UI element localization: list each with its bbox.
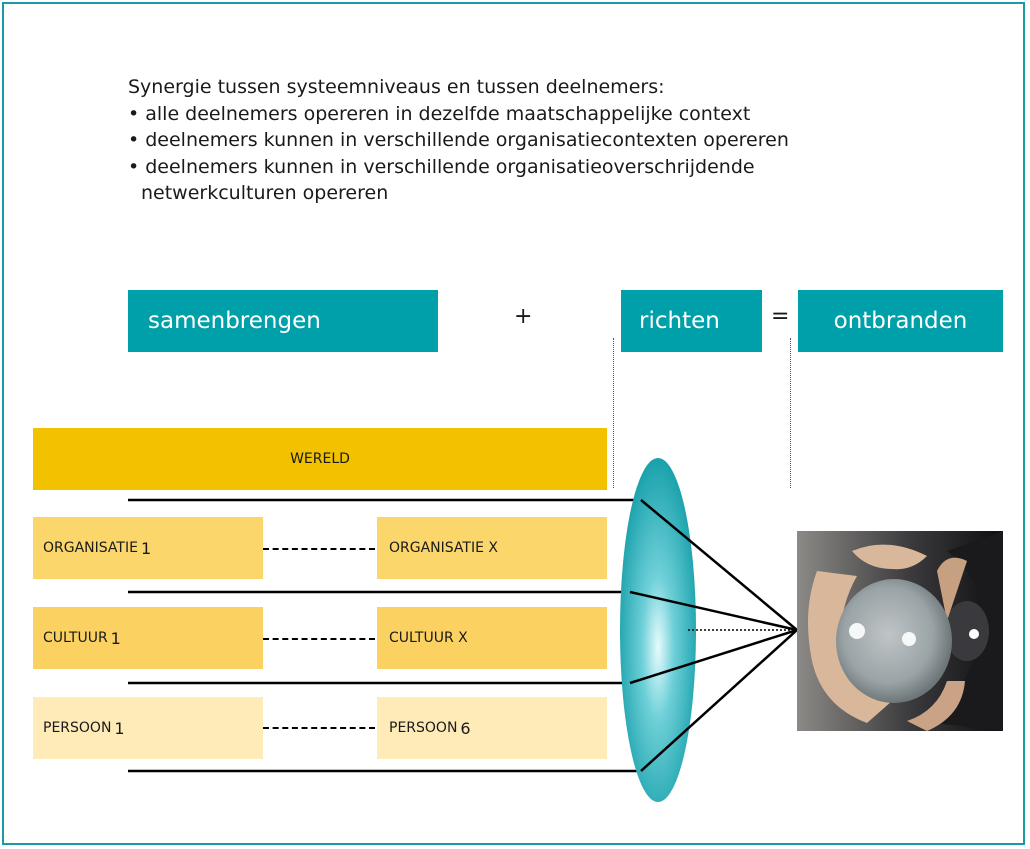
focus-ray <box>629 628 798 685</box>
culture-right-label: CULTUUR X <box>389 630 468 646</box>
intro-bullet: • deelnemers kunnen in verschillende org… <box>128 129 789 151</box>
plus-sign: + <box>514 304 533 329</box>
organisation-left-label: ORGANISATIE <box>43 540 138 556</box>
intro-bullet-continuation: netwerkculturen opereren <box>141 182 389 204</box>
organisation-right-box: ORGANISATIE X <box>377 517 607 579</box>
intro-bullet: • alle deelnemers opereren in dezelfde m… <box>128 102 751 125</box>
richten-connector <box>613 338 614 488</box>
samenbrengen-box: samenbrengen <box>128 290 438 352</box>
ontbranden-label: ontbranden <box>833 308 968 334</box>
intro-heading: Synergie tussen systeemniveaus en tussen… <box>128 76 665 98</box>
richten-box: richten <box>621 290 762 352</box>
ontbranden-connector <box>790 338 791 488</box>
world-band: WERELD <box>33 428 607 490</box>
organisation-right-label: ORGANISATIE X <box>389 540 498 556</box>
person-left-label: PERSOON <box>43 720 112 736</box>
organisation-dashed-link <box>263 548 375 550</box>
organisation-left-number: 1 <box>140 538 152 558</box>
intro-bullet: • deelnemers kunnen in verschillende org… <box>128 155 755 178</box>
ontbranden-box: ontbranden <box>798 290 1003 352</box>
richten-label: richten <box>639 308 720 334</box>
person-left-number: 1 <box>114 718 125 738</box>
samenbrengen-label: samenbrengen <box>148 308 321 334</box>
world-label: WERELD <box>290 451 350 467</box>
equals-sign: = <box>771 304 790 329</box>
glowing-orb-photo <box>797 531 1003 731</box>
focus-ray <box>629 590 798 632</box>
person-right-label: PERSOON <box>389 720 458 736</box>
culture-left-label: CULTUUR <box>43 630 108 646</box>
culture-dashed-link <box>263 638 375 640</box>
lens-icon <box>620 458 696 802</box>
culture-right-box: CULTUUR X <box>377 607 607 669</box>
focus-ray <box>640 629 798 772</box>
focus-ray <box>640 499 798 631</box>
person-right-number: 6 <box>460 718 471 738</box>
culture-left-number: 1 <box>110 628 121 648</box>
intro-text: Synergie tussen systeemniveaus en tussen… <box>128 74 888 207</box>
person-dashed-link <box>263 727 375 729</box>
